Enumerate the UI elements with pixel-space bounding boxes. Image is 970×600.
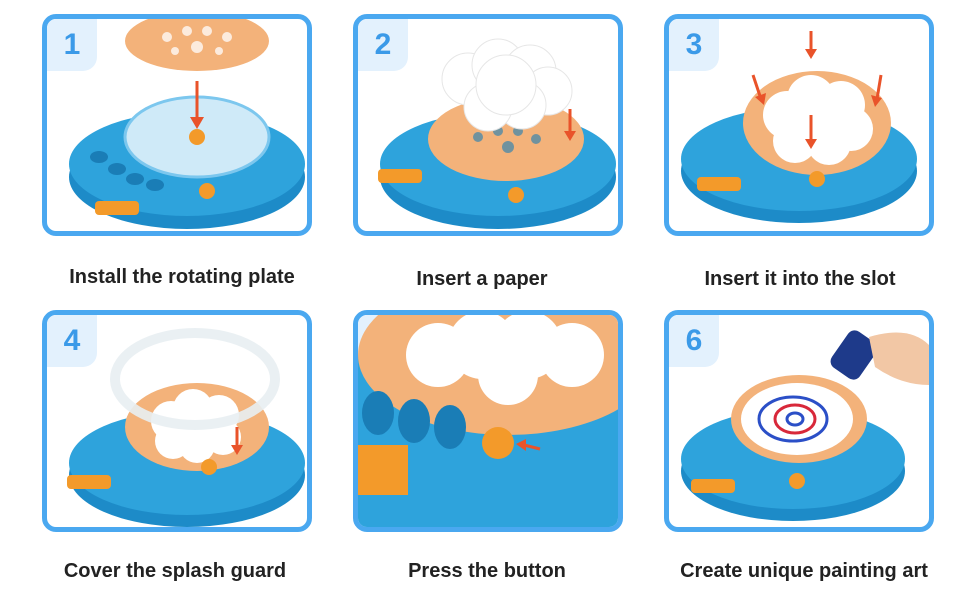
step-caption-3: Insert it into the slot: [704, 268, 896, 290]
step-number-4: 4: [47, 315, 97, 367]
device-illustration-2: [378, 38, 616, 229]
step-card-1: 1: [42, 14, 312, 236]
step-card-4: 4: [42, 310, 312, 532]
step-number-2: 2: [358, 19, 408, 71]
step-number-1: 1: [47, 19, 97, 71]
step-caption-6: Create unique painting art: [680, 560, 928, 582]
step-number-3: 3: [669, 19, 719, 71]
device-illustration-5: [358, 315, 618, 527]
device-illustration-3: [681, 31, 917, 223]
step-caption-4: Cover the splash guard: [63, 560, 287, 582]
device-illustration-1: [69, 19, 305, 229]
device-illustration-6: [681, 330, 929, 521]
step-caption-5: Press the button: [408, 560, 566, 582]
step-card-2: 2: [353, 14, 623, 236]
step-number-6: 6: [669, 315, 719, 367]
step-card-6: 6: [664, 310, 934, 532]
step-caption-2: Insert a paper: [416, 268, 548, 290]
device-illustration-4: [67, 328, 305, 527]
step-caption-1: Install the rotating plate: [69, 266, 295, 288]
step-card-5: 5: [353, 310, 623, 532]
step-card-3: 3: [664, 14, 934, 236]
